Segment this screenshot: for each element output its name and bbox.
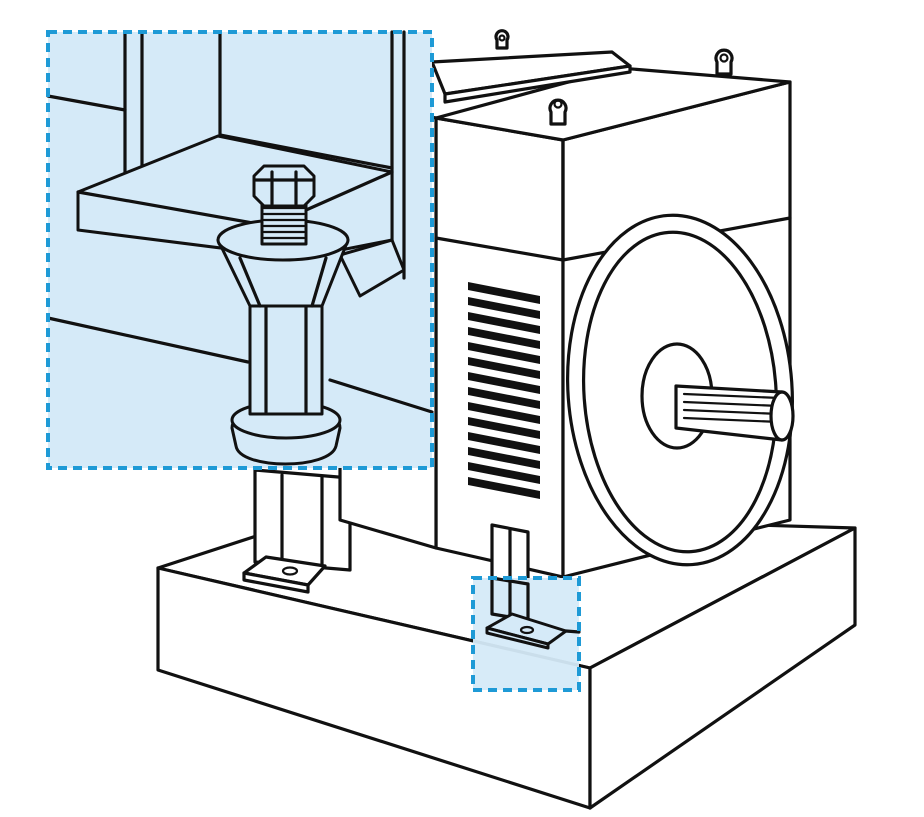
- lifting-eye-icon: [714, 48, 734, 76]
- lifting-eye-icon: [548, 98, 568, 126]
- source-highlight: [471, 576, 581, 692]
- vent-slat: [468, 372, 540, 394]
- vent-slat: [468, 387, 540, 409]
- inset-background-structure: [46, 30, 434, 414]
- vent-slat: [468, 417, 540, 439]
- vent-slat: [468, 297, 540, 319]
- detail-inset: [46, 30, 434, 470]
- vent-slat: [468, 462, 540, 484]
- left-mounting-foot: [242, 468, 352, 594]
- vent-slat: [468, 477, 540, 499]
- vent-slat: [468, 327, 540, 349]
- vent-slat: [468, 312, 540, 334]
- vent-slat: [468, 282, 540, 304]
- leveling-bolt: [216, 164, 350, 466]
- ventilation-grille: [468, 282, 540, 499]
- vent-slat: [468, 357, 540, 379]
- vent-slat: [468, 447, 540, 469]
- vent-slat: [468, 432, 540, 454]
- lifting-eye-icon: [494, 29, 510, 50]
- output-shaft: [674, 384, 795, 442]
- vent-slat: [468, 342, 540, 364]
- vent-slat: [468, 402, 540, 424]
